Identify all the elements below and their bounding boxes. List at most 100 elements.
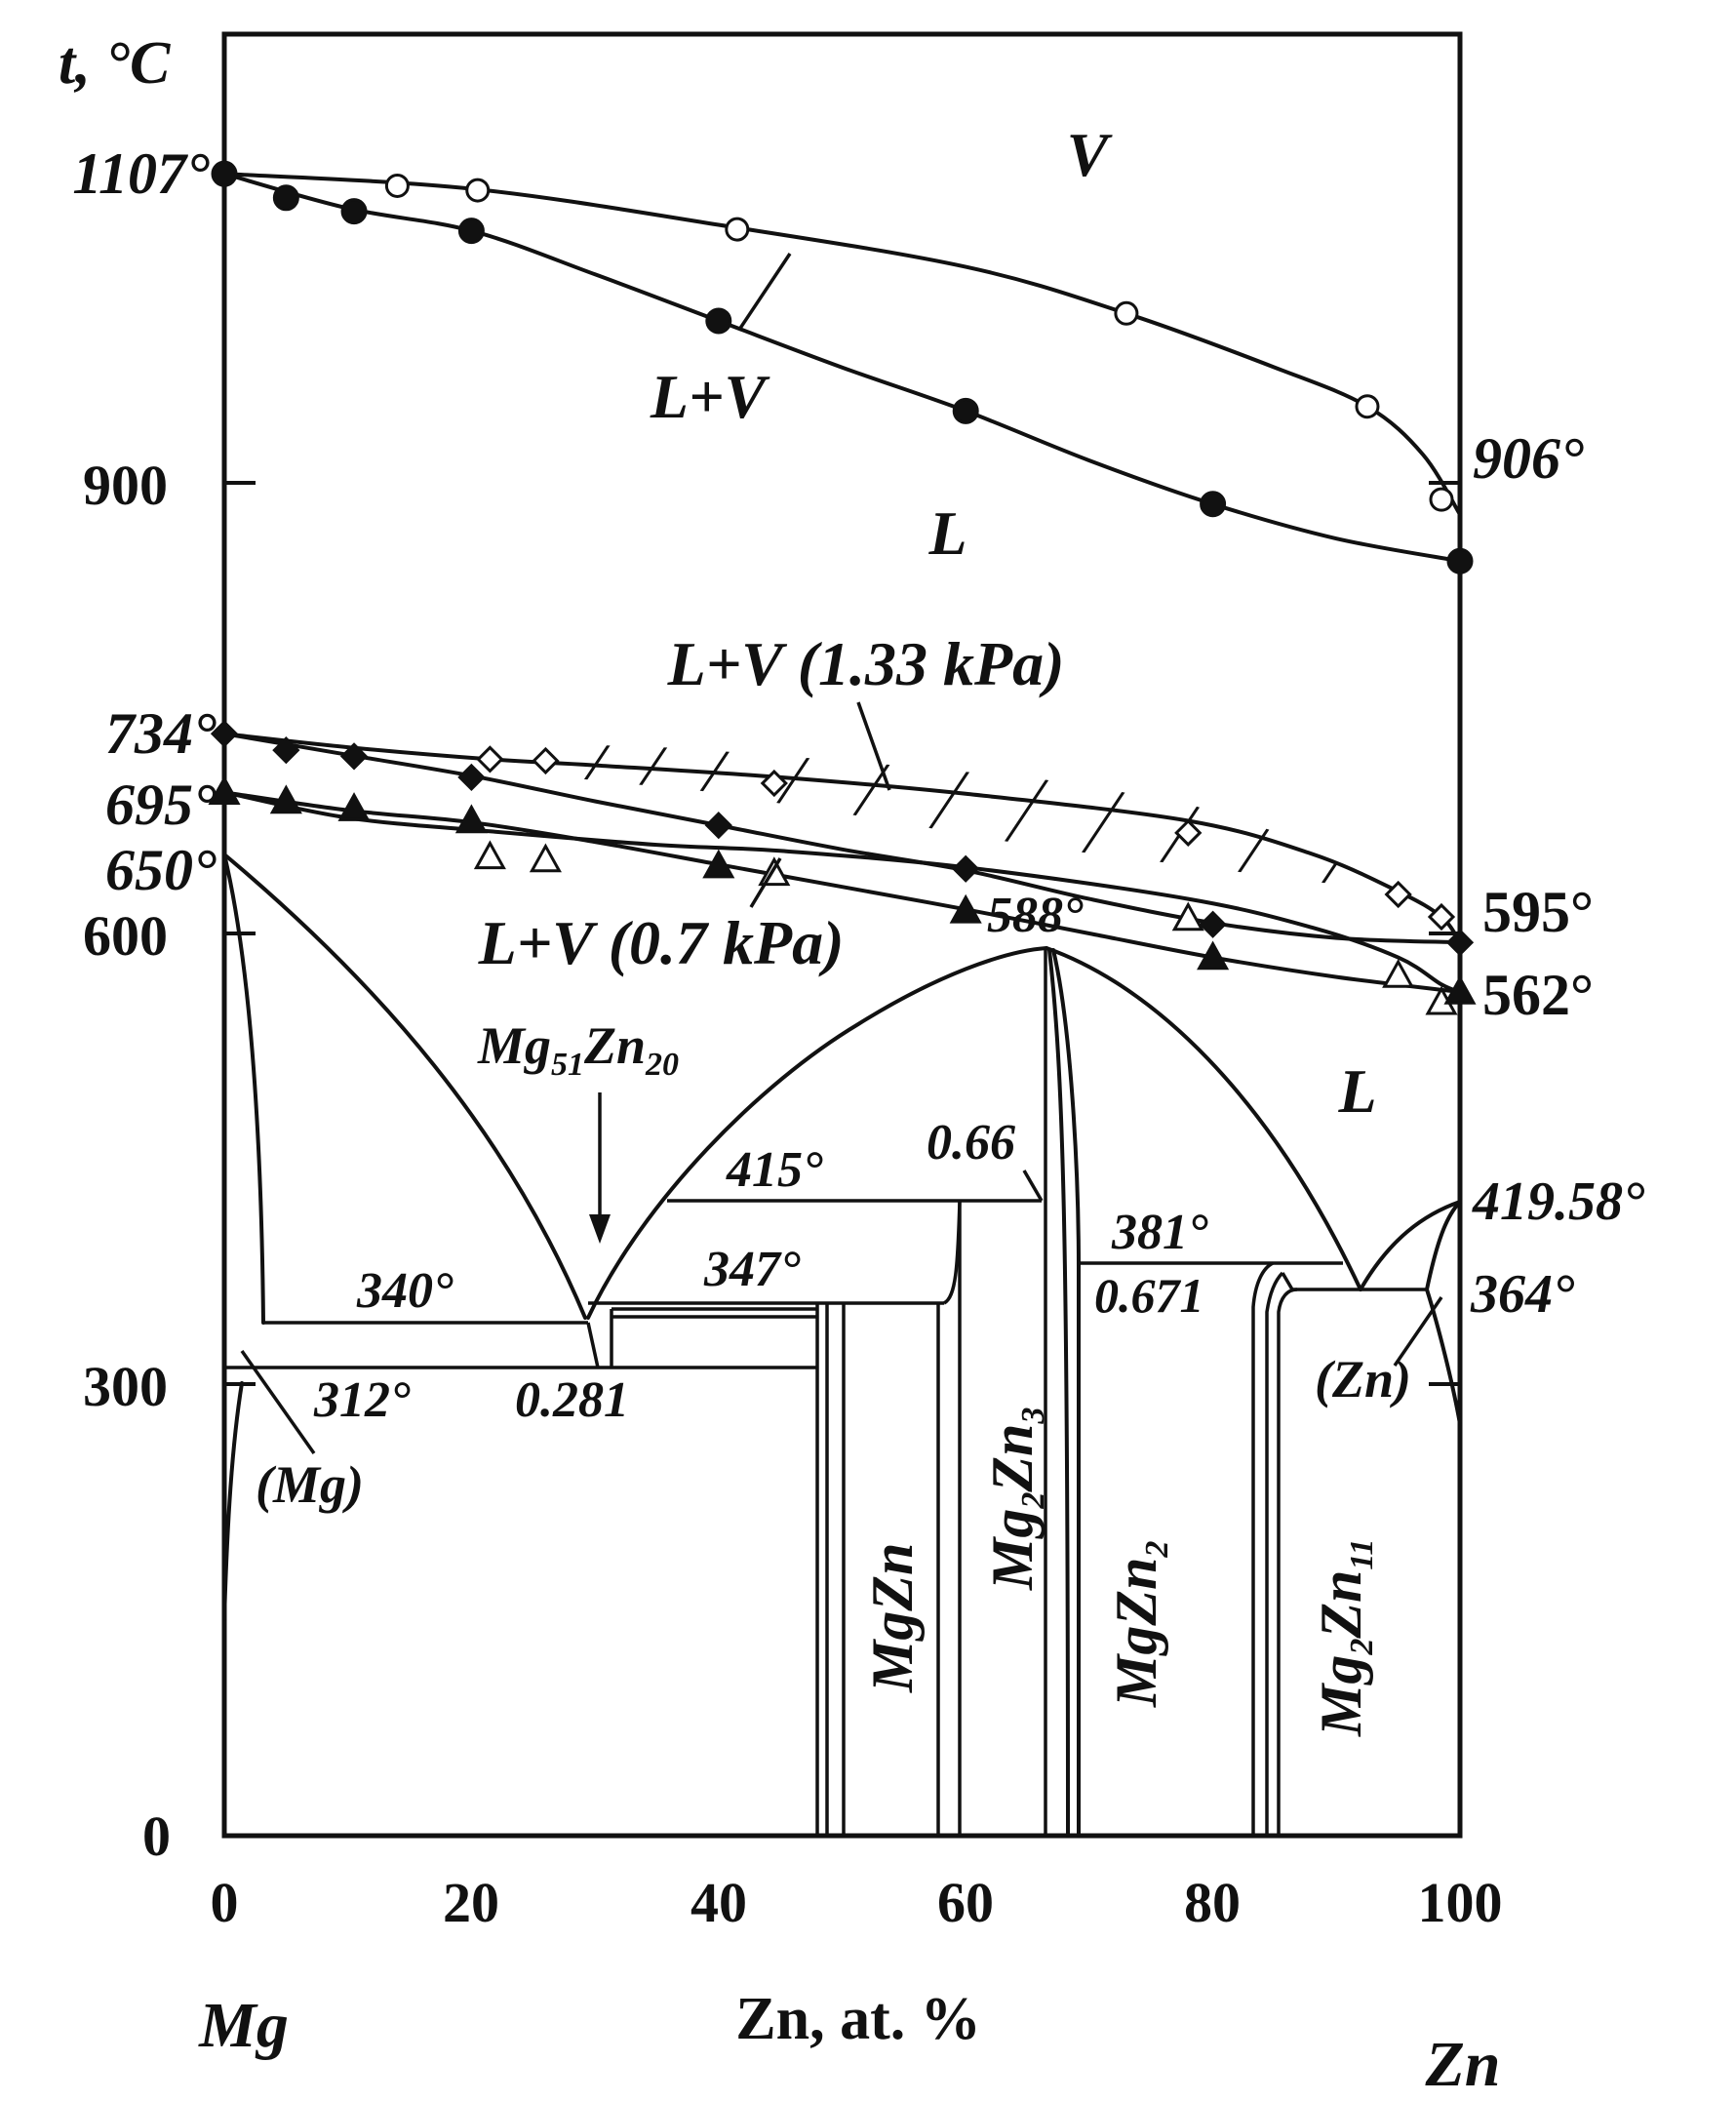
series-layer (208, 160, 1477, 1015)
label-595: 595° (1482, 880, 1594, 944)
label-mg2zn3: Mg2Zn3 (980, 1408, 1051, 1591)
data-point-filled-circle (272, 184, 299, 212)
data-point-filled-diamond (457, 763, 486, 792)
mg2zn11-a: Mg (1309, 1655, 1373, 1737)
text-labels: 1107° 906° V L+V L L+V (1.33 kPa) 734° 6… (72, 120, 1645, 1737)
data-point-filled-triangle (269, 784, 302, 814)
data-point-filled-diamond (704, 812, 732, 840)
data-point-filled-circle (705, 307, 732, 335)
mg2zn3-s1: 2 (1015, 1492, 1051, 1510)
data-point-open-circle (1429, 487, 1454, 512)
data-point-filled-diamond (339, 742, 369, 771)
label-695: 695° (105, 773, 217, 837)
data-point-filled-circle (1200, 491, 1227, 518)
label-mg-phase: (Mg) (256, 1455, 364, 1514)
solvus-zn (1425, 1288, 1462, 1426)
series-line-filled-triangle (222, 790, 1462, 994)
data-point-filled-triangle (702, 849, 735, 879)
label-650: 650° (105, 838, 217, 902)
label-562: 562° (1482, 963, 1594, 1027)
label-588: 588° (987, 888, 1084, 943)
x-tick-label-0: 0 (211, 1871, 239, 1934)
data-point-filled-triangle (337, 792, 371, 821)
x-tick-label-20: 20 (443, 1871, 499, 1934)
solvus-mg (222, 1381, 244, 1621)
leader-zn-phase (1393, 1296, 1443, 1367)
label-LV-07: L+V (0.7 kPa) (478, 908, 845, 977)
series-line-open-triangle (222, 790, 1462, 994)
data-point-open-triangle (529, 843, 562, 873)
label-364: 364° (1470, 1264, 1575, 1325)
label-0281: 0.281 (515, 1372, 629, 1428)
data-point-open-diamond (1427, 902, 1456, 932)
data-point-filled-diamond (210, 720, 239, 748)
label-066: 0.66 (927, 1115, 1015, 1170)
data-point-filled-circle (1446, 547, 1474, 575)
label-347: 347° (703, 1242, 801, 1297)
data-point-filled-triangle (208, 775, 241, 805)
data-point-open-diamond (1384, 880, 1412, 909)
label-1107: 1107° (72, 141, 210, 206)
leader-lv07 (749, 857, 782, 908)
series-line-open-circle (222, 172, 1462, 517)
mg51zn20-sub1: 51 (551, 1047, 584, 1083)
data-point-open-circle (465, 178, 491, 203)
leader-066 (1022, 1170, 1044, 1202)
label-419: 419.58° (1472, 1171, 1645, 1232)
solidus-mg (222, 853, 265, 1325)
label-mgzn: MgZn (860, 1543, 925, 1693)
mg2zn11-s1: 2 (1344, 1639, 1380, 1656)
x-axis-title: Zn, at. % (735, 1986, 980, 2052)
mg51zn20-mid: Zn (583, 1016, 646, 1075)
series-line-filled-diamond (222, 732, 1462, 945)
label-zn-phase: (Zn) (1315, 1350, 1411, 1408)
mgzn2-left (1047, 948, 1070, 1838)
x-tick-label-100: 100 (1418, 1871, 1503, 1934)
data-point-filled-diamond (1199, 910, 1227, 938)
label-312: 312° (313, 1372, 411, 1428)
data-point-open-circle (384, 173, 410, 198)
mg2zn11-b: Zn (1309, 1570, 1373, 1640)
x-tick-label-60: 60 (937, 1871, 994, 1934)
mg2zn11-peritectic (1281, 1272, 1294, 1290)
mg2zn11-left-2 (1265, 1271, 1284, 1836)
data-point-filled-diamond (272, 736, 300, 765)
label-L-right: L (1337, 1056, 1376, 1126)
data-point-open-circle (1355, 394, 1380, 419)
mgzn2-s: 2 (1139, 1541, 1175, 1559)
data-point-filled-triangle (1197, 940, 1230, 971)
mgzn-right-2 (942, 1200, 962, 1305)
mg2zn3-a: Mg (980, 1509, 1045, 1591)
data-point-open-diamond (760, 769, 788, 798)
label-0671: 0.671 (1094, 1268, 1204, 1323)
mg2zn3-b: Zn (980, 1424, 1045, 1493)
leader-lv133 (856, 701, 891, 791)
data-point-open-diamond (476, 745, 504, 773)
data-point-filled-circle (211, 160, 238, 187)
mgzn2-a: MgZn (1104, 1558, 1168, 1708)
mg51zn20-sub2: 20 (645, 1047, 679, 1083)
y-tick-label-900: 900 (83, 454, 168, 517)
label-mg2zn11: Mg2Zn11 (1309, 1538, 1380, 1737)
data-point-filled-circle (952, 397, 979, 424)
mg2zn11-right-1 (1277, 1288, 1298, 1836)
data-point-open-diamond (532, 746, 560, 775)
data-point-filled-circle (340, 198, 368, 225)
solidus-zn (1425, 1200, 1462, 1291)
label-340: 340° (356, 1263, 454, 1319)
liquidus-zn (1359, 1200, 1462, 1291)
x-tick-label-40: 40 (690, 1871, 747, 1934)
data-point-open-circle (1114, 300, 1139, 326)
mg51zn20-main: Mg (477, 1016, 551, 1075)
liquidus-mgzn (586, 946, 1048, 1320)
series-line-open-diamond (222, 732, 1462, 945)
data-point-filled-diamond (952, 854, 980, 883)
y-tick-label-0: 0 (142, 1805, 171, 1868)
label-mgzn2: MgZn2 (1104, 1541, 1175, 1708)
y-axis-title: t, °C (59, 30, 171, 97)
y-tick-label-600: 600 (83, 904, 168, 968)
label-V: V (1067, 120, 1114, 189)
mgzn2-right (1051, 948, 1081, 1838)
series-line-filled-circle (222, 172, 1462, 564)
